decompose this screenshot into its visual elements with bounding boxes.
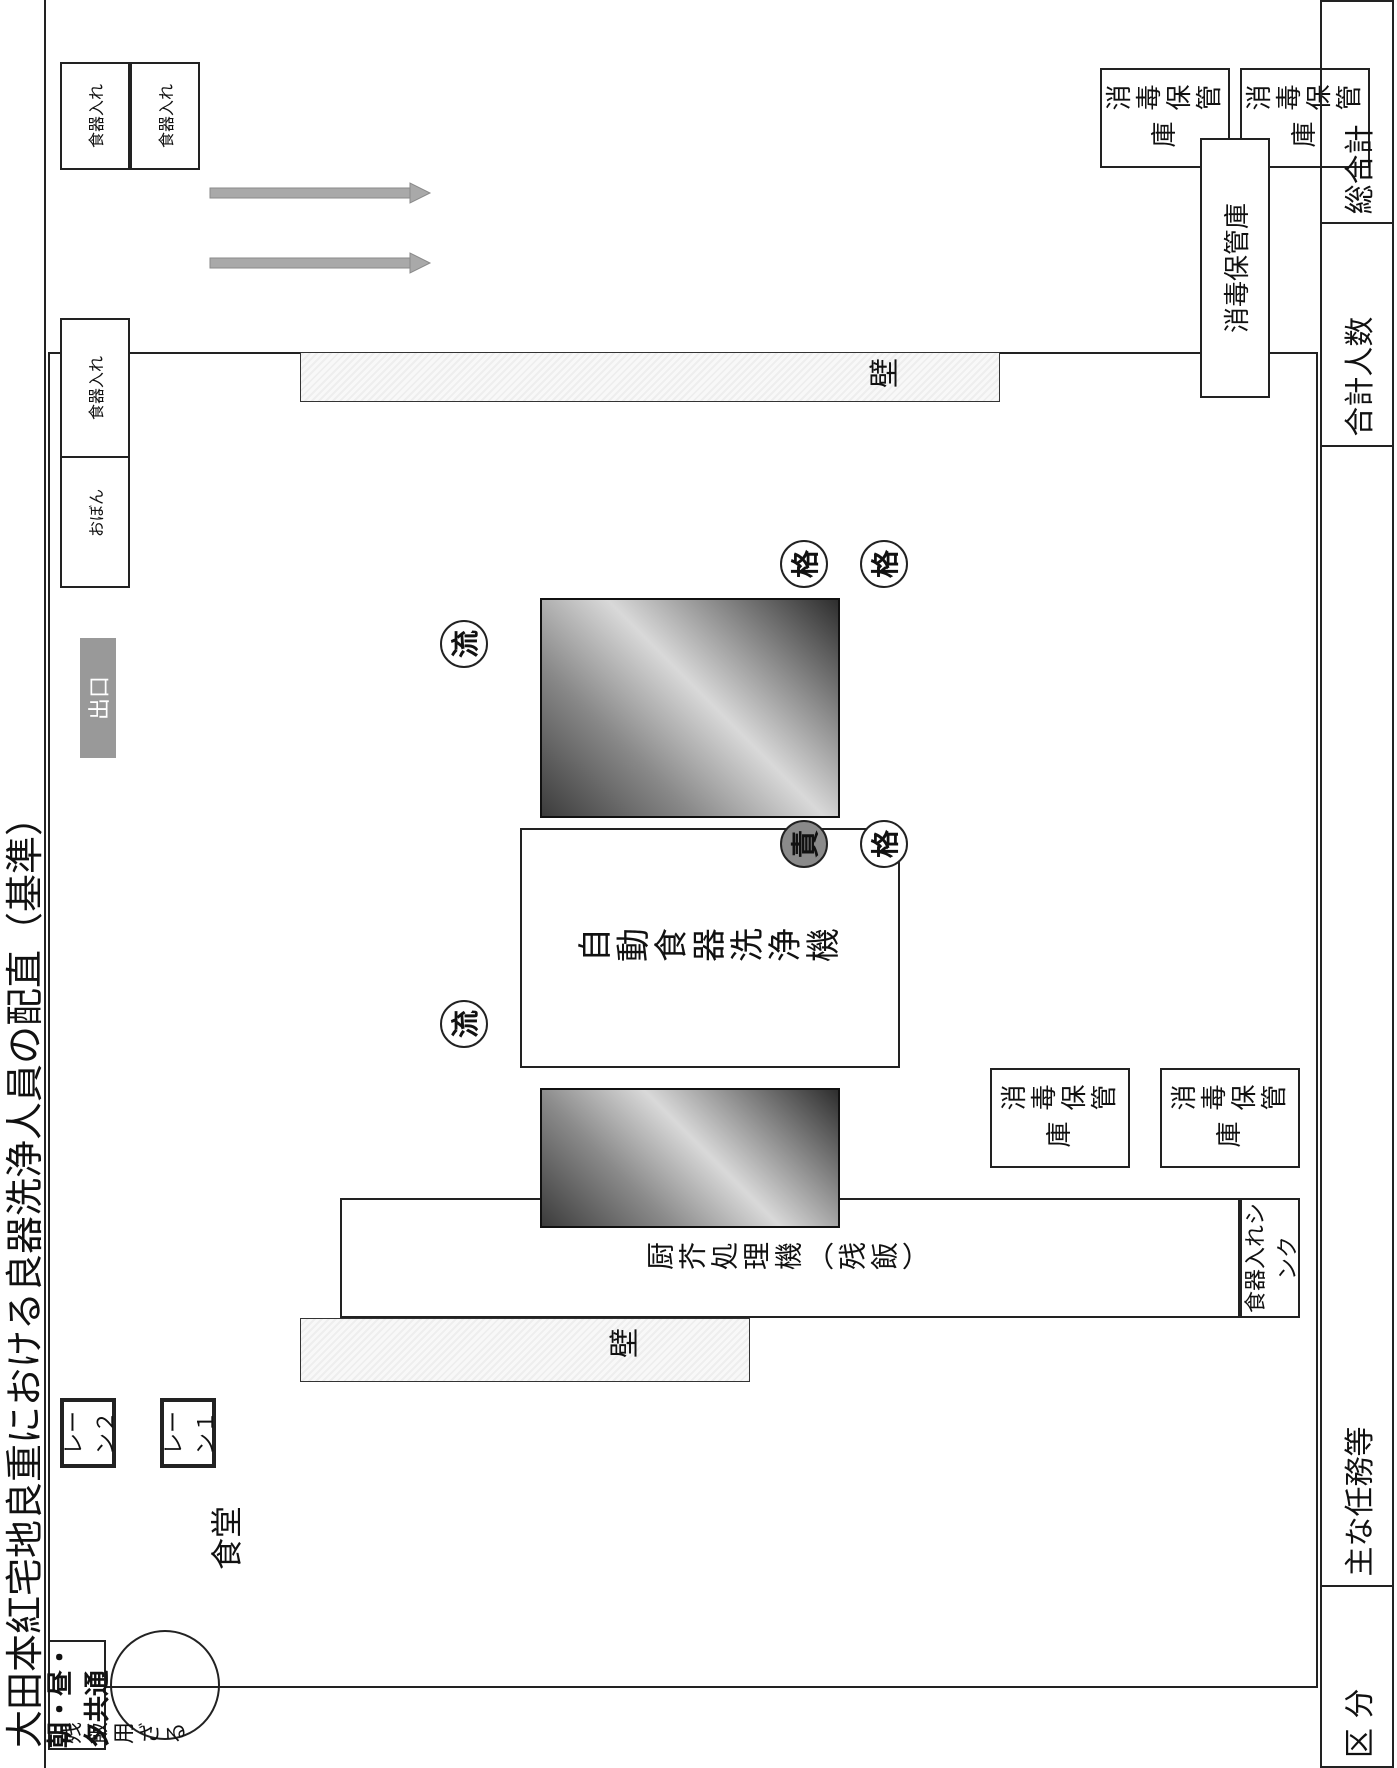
marker-kaku-2: 格 [780,540,828,588]
marker-kaku-1: 格 [860,820,908,868]
storage-2: 消毒保管庫 [1160,1068,1300,1168]
marker-ryu-2-text: 流 [449,1010,482,1039]
wall-1-label: 壁 [608,1328,643,1358]
duty-table: 区 分 主な任務等 合計人数 総合計 [1320,0,1394,1768]
header-sogokei: 総合計 [1321,1,1393,224]
header-kubun: 区 分 [1321,1585,1393,1767]
washer-photo-right [540,598,840,818]
wall-2-label: 壁 [868,358,903,388]
shokudo-label: 食堂 [208,1506,246,1571]
washer-label: 自動食器洗浄機 [577,928,843,969]
washer-photo-left [540,1088,840,1228]
marker-ryu-2: 流 [440,1000,488,1048]
marker-ryu-1: 流 [440,620,488,668]
lane-1: レーン１ [160,1398,219,1468]
marker-seki: 責 [780,820,828,868]
storage-2-label: 消毒保管庫 [1170,1085,1290,1152]
storage-5: 消毒保管庫 [1200,138,1270,398]
marker-kaku-3: 格 [860,540,908,588]
lane-1-label: レーン１ [162,1411,219,1456]
exit-label: 出口 [80,638,116,758]
sink-1-label: 食器入れシンク [1244,1203,1301,1314]
storage-1: 消毒保管庫 [990,1068,1130,1168]
lane-2: レーン２ [60,1398,119,1468]
lane-2-label: レーン２ [62,1411,119,1456]
auto-dish-washer: 自動食器洗浄機 [520,828,900,1068]
marker-kaku-2-text: 格 [789,550,822,579]
storage-1-label: 消毒保管庫 [1000,1085,1120,1152]
marker-seki-text: 責 [789,830,822,859]
table-header-row: 区 分 主な任務等 合計人数 総合計 [1321,1,1393,1767]
marker-kaku-3-text: 格 [869,550,902,579]
wall-1 [300,1318,750,1382]
header-ninzu: 合計人数 [1321,223,1393,446]
sink-1: 食器入れシンク [1240,1198,1301,1318]
header-shumu: 主な任務等 [1321,445,1393,1586]
chukai-label: 厨芥処理機（残飯） [646,1241,934,1274]
marker-kaku-1-text: 格 [869,830,902,859]
marker-ryu-1-text: 流 [449,630,482,659]
storage-5-label: 消毒保管庫 [1222,203,1253,334]
